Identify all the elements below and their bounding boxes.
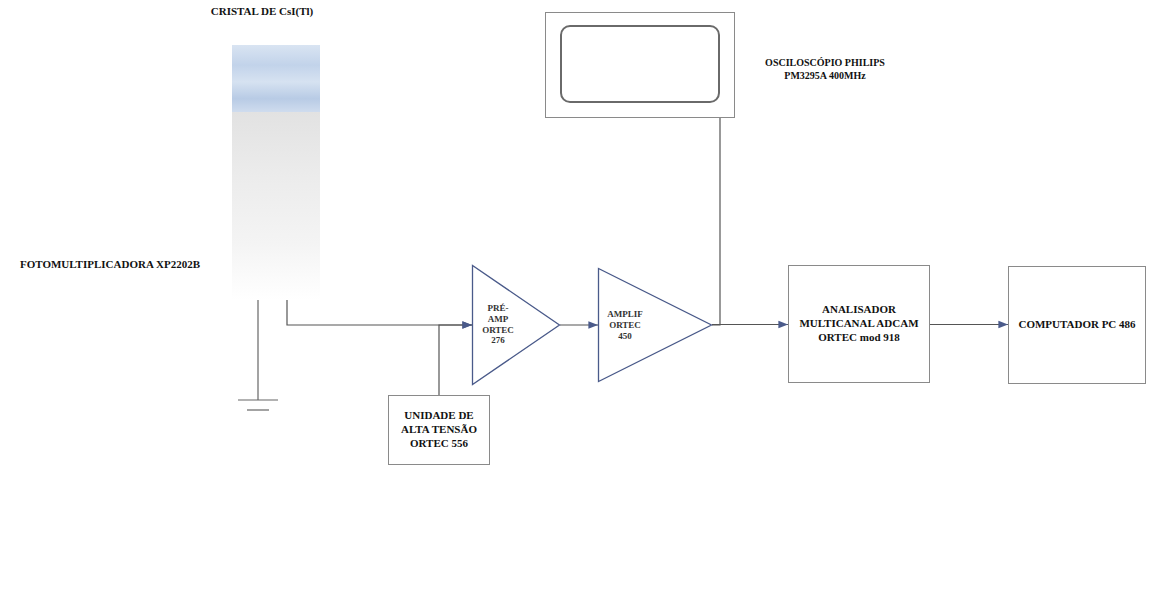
signal-connector (712, 118, 720, 325)
oscilloscope-screen (560, 25, 720, 103)
signal-connector (560, 324, 598, 325)
preamplifier-triangle: PRÉ- AMP ORTEC 276 (472, 265, 560, 385)
crystal-scintillator: CRISTAL DE CsI(Tl) (232, 45, 320, 112)
node-label: AMPLIF ORTEC 450 (602, 309, 648, 341)
high-voltage-box: UNIDADE DE ALTA TENSÃO ORTEC 556 (388, 395, 490, 465)
node-label: COMPUTADOR PC 486 (1018, 318, 1135, 332)
node-label: PRÉ- AMP ORTEC 276 (478, 303, 518, 346)
node-label: FOTOMULTIPLICADORA XP2202B (10, 258, 210, 272)
signal-connector (930, 324, 1008, 325)
node-label: ANALISADOR MULTICANAL ADCAM ORTEC mod 91… (795, 303, 923, 344)
signal-connector (287, 300, 472, 325)
photomultiplier-tube: FOTOMULTIPLICADORA XP2202B (232, 112, 320, 300)
signal-connector (712, 324, 788, 325)
node-label: OSCILOSCÓPIO PHILIPS PM3295A 400MHz (750, 57, 900, 82)
amplifier-triangle: AMPLIF ORTEC 450 (598, 268, 712, 382)
multichannel-analyzer-box: ANALISADOR MULTICANAL ADCAM ORTEC mod 91… (788, 265, 930, 383)
node-label: CRISTAL DE CsI(Tl) (182, 5, 342, 19)
computer-box: COMPUTADOR PC 486 (1008, 266, 1146, 384)
signal-connector (439, 325, 472, 395)
ground-symbol (238, 300, 278, 410)
node-label: UNIDADE DE ALTA TENSÃO ORTEC 556 (395, 409, 483, 450)
oscilloscope-box: OSCILOSCÓPIO PHILIPS PM3295A 400MHz (545, 12, 735, 118)
